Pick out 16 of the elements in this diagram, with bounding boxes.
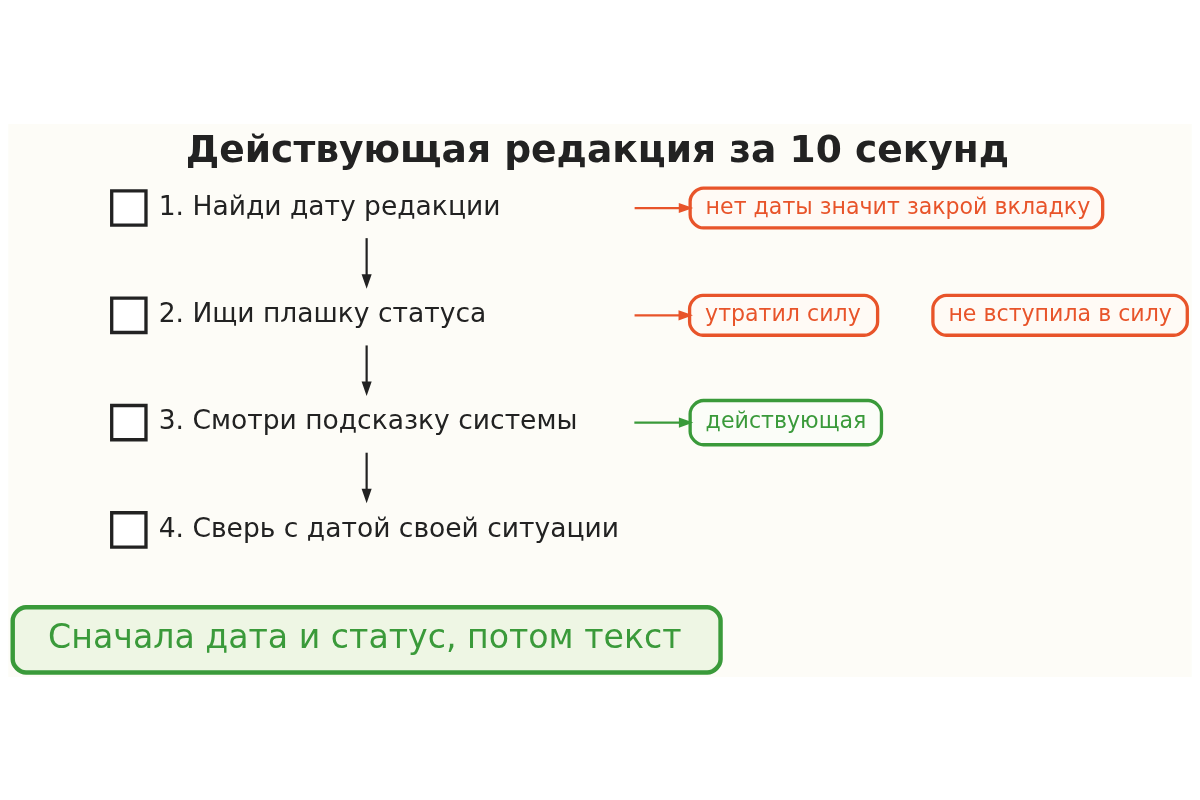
diagram-title: Действующая редакция за 10 секунд (185, 126, 1010, 171)
arrow (634, 417, 694, 428)
node-label: 2. Ищи плашку статуса (158, 296, 487, 328)
arrow (634, 309, 693, 320)
node-label: 4. Сверь с датой своей ситуации (158, 511, 620, 543)
node-box: действующая (688, 398, 884, 446)
arrow (634, 202, 694, 213)
node-box: не вступила в силу (931, 293, 1189, 337)
node-box: утратил силу (687, 293, 880, 337)
node-box: нет даты значит закрой вкладку (688, 186, 1105, 230)
node-box: Сначала дата и статус, потом текст (10, 604, 723, 675)
arrow (361, 452, 372, 503)
arrow (361, 344, 372, 396)
node-label: 1. Найди дату редакции (158, 189, 501, 221)
node-label: 3. Смотри подсказку системы (158, 403, 578, 435)
arrow (361, 237, 372, 289)
